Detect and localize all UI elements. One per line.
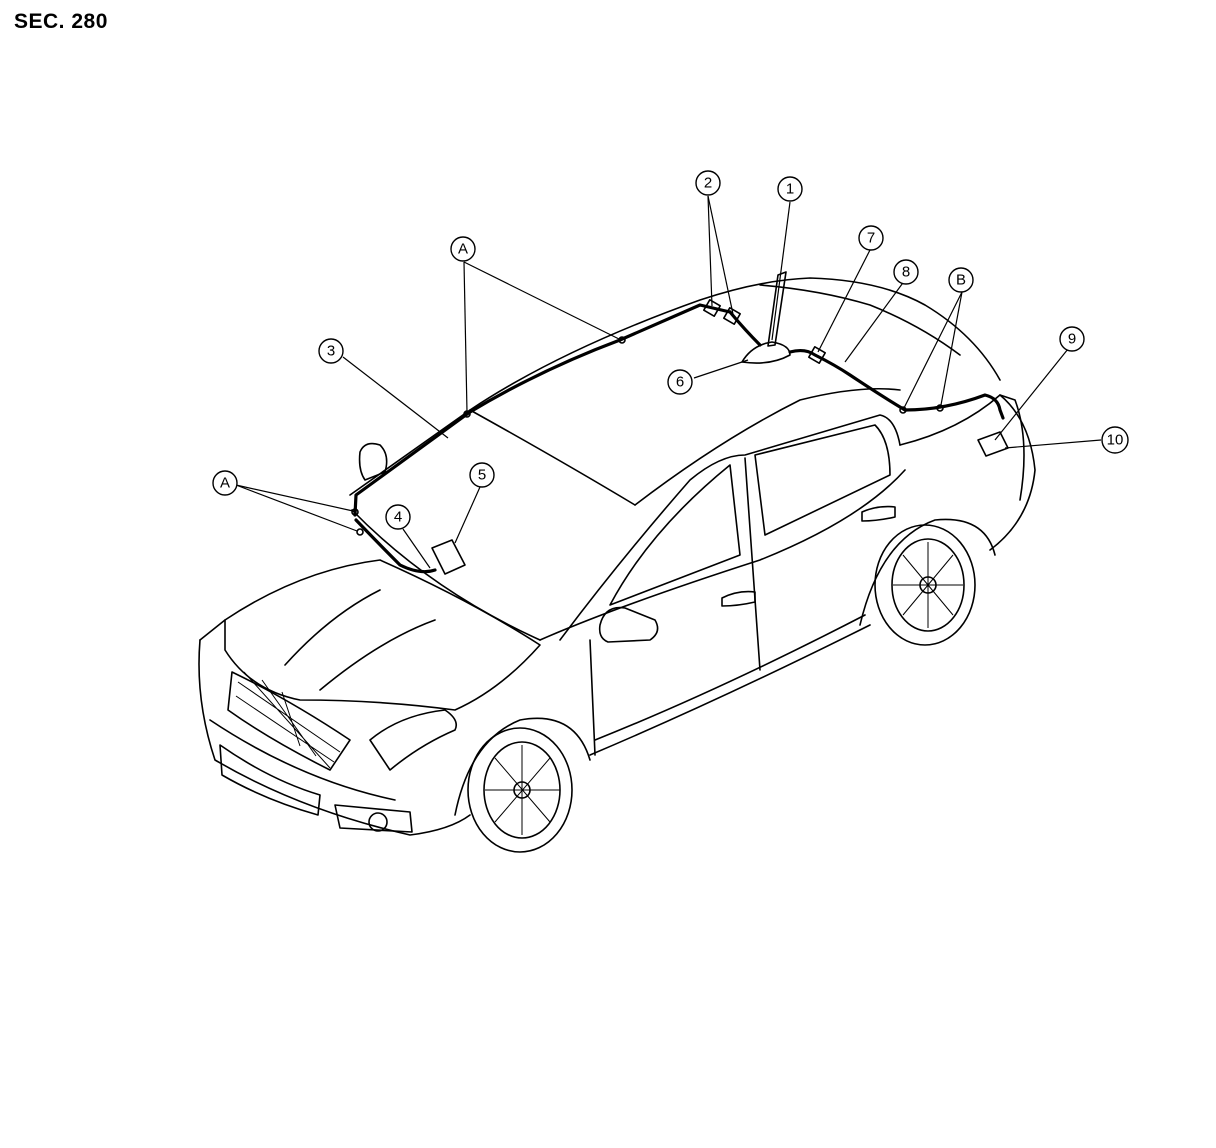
antenna-base — [741, 341, 791, 364]
antenna-rod — [767, 271, 787, 347]
svg-text:A: A — [458, 241, 468, 258]
callout-10: 10 — [1101, 426, 1129, 454]
svg-text:5: 5 — [478, 467, 486, 484]
svg-text:1: 1 — [786, 181, 794, 198]
callout-8: 8 — [893, 259, 919, 285]
callout-6: 6 — [667, 369, 693, 395]
callout-5: 5 — [469, 462, 495, 488]
callout-9: 9 — [1059, 326, 1085, 352]
harness-roof-rear — [788, 348, 1005, 420]
callout-4: 4 — [385, 504, 411, 530]
callout-3: 3 — [318, 338, 344, 364]
callout-7: 7 — [858, 225, 884, 251]
callout-b: B — [948, 267, 974, 293]
svg-text:6: 6 — [676, 374, 684, 391]
svg-text:A: A — [220, 475, 230, 492]
svg-text:10: 10 — [1107, 432, 1124, 449]
harness-a-pillar — [353, 303, 732, 517]
callout-a-top: A — [450, 236, 476, 262]
svg-text:3: 3 — [327, 343, 335, 360]
svg-text:7: 7 — [867, 230, 875, 247]
callout-2: 2 — [695, 170, 721, 196]
svg-text:B: B — [956, 272, 966, 289]
section-label: SEC. 280 — [14, 10, 108, 33]
svg-text:4: 4 — [394, 509, 402, 526]
antenna-system — [351, 271, 1009, 575]
callout-a-left: A — [212, 470, 238, 496]
connector-7 — [808, 346, 826, 364]
svg-text:9: 9 — [1068, 331, 1076, 348]
harness-windshield — [354, 518, 437, 574]
connector-2a — [703, 299, 721, 317]
callout-1: 1 — [777, 176, 803, 202]
car-body — [198, 277, 1036, 853]
svg-text:2: 2 — [704, 175, 712, 192]
leader-lines — [235, 195, 1102, 569]
module-10 — [977, 431, 1009, 457]
svg-text:8: 8 — [902, 264, 910, 281]
connector-2b — [723, 307, 741, 325]
module-5 — [431, 539, 466, 575]
